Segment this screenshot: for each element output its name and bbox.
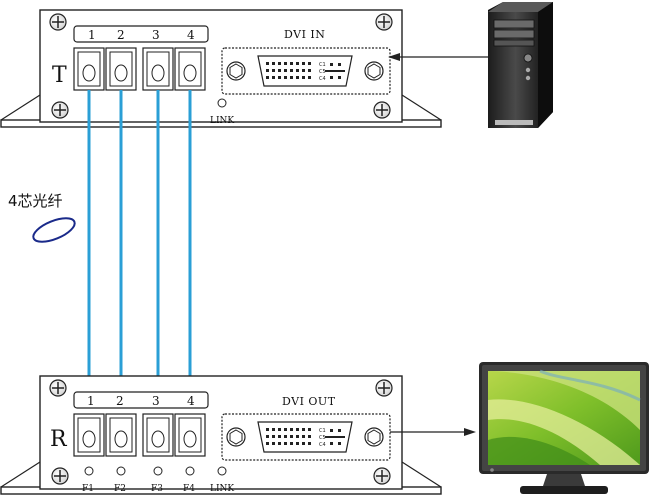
receiver-fiber-port-3[interactable] — [142, 413, 174, 457]
receiver-letter: R — [50, 427, 68, 452]
transmitter-fiber-port-3[interactable] — [142, 47, 174, 91]
transmitter-screw-top-left — [49, 13, 67, 31]
fiber-coil-icon — [32, 217, 76, 243]
receiver-fiber-port-1[interactable] — [73, 413, 105, 457]
transmitter-fiber-port-4[interactable] — [174, 47, 206, 91]
receiver-led-label-f4: F4 — [183, 484, 195, 494]
transmitter-dvi-in-port[interactable]: C1 C5 C4 — [221, 47, 391, 95]
receiver-screw-top-left — [49, 379, 67, 397]
transmitter-dvi-pin-c5: C5 — [319, 69, 326, 75]
computer-to-transmitter-cable — [388, 53, 488, 61]
receiver-link-label: LINK — [210, 484, 234, 494]
desktop-tower-icon — [488, 2, 553, 128]
transmitter-channel-3: 3 — [152, 28, 160, 42]
receiver-led-f1 — [84, 466, 94, 476]
receiver-led-f3 — [153, 466, 163, 476]
receiver-led-f2 — [116, 466, 126, 476]
transmitter-letter: T — [52, 63, 67, 88]
fiber-links — [87, 90, 192, 376]
transmitter-port-title: DVI IN — [284, 28, 325, 41]
receiver-channel-3: 3 — [152, 394, 160, 408]
receiver-led-label-f3: F3 — [151, 484, 163, 494]
fiber-label: 4芯光纤 — [8, 192, 63, 210]
receiver-port-title: DVI OUT — [282, 395, 336, 408]
receiver-right-ear-lower — [401, 461, 442, 488]
receiver-channel-bar — [73, 391, 209, 409]
receiver-screw-bottom-left — [51, 467, 69, 485]
receiver-channel-2: 2 — [116, 394, 124, 408]
transmitter-fiber-port-1[interactable] — [73, 47, 105, 91]
receiver-led-label-f1: F1 — [82, 484, 94, 494]
transmitter-device: T 1 2 3 4 LINK DVI — [0, 9, 442, 128]
transmitter-channel-2: 2 — [117, 28, 125, 42]
transmitter-channel-bar — [73, 25, 209, 43]
receiver-screw-top-right — [375, 379, 393, 397]
receiver-fiber-port-4[interactable] — [174, 413, 206, 457]
receiver-left-ear-lower — [0, 461, 41, 488]
receiver-led-f4 — [185, 466, 195, 476]
transmitter-screw-bottom-right — [373, 101, 391, 119]
receiver-led-label-f2: F2 — [114, 484, 126, 494]
transmitter-dvi-pin-c1: C1 — [319, 62, 326, 68]
transmitter-fiber-port-2[interactable] — [105, 47, 137, 91]
transmitter-link-label: LINK — [210, 116, 234, 126]
transmitter-channel-4: 4 — [187, 28, 195, 42]
receiver-dvi-pin-c5: C5 — [319, 435, 326, 441]
receiver-screw-bottom-right — [373, 467, 391, 485]
receiver-channel-1: 1 — [87, 394, 95, 408]
transmitter-screw-top-right — [375, 13, 393, 31]
receiver-fiber-port-2[interactable] — [105, 413, 137, 457]
transmitter-dvi-pin-c4: C4 — [319, 76, 326, 82]
receiver-dvi-pin-c4: C4 — [319, 442, 326, 448]
receiver-dvi-pin-c1: C1 — [319, 428, 326, 434]
receiver-link-led — [217, 466, 227, 476]
transmitter-screw-bottom-left — [51, 101, 69, 119]
transmitter-left-ear-lower — [0, 94, 41, 121]
monitor-icon — [479, 362, 649, 494]
receiver-device: R 1 2 3 4 F1 F — [0, 375, 442, 495]
receiver-to-monitor-cable — [390, 428, 476, 436]
transmitter-channel-1: 1 — [88, 28, 96, 42]
receiver-channel-4: 4 — [187, 394, 195, 408]
transmitter-link-led — [217, 98, 227, 108]
receiver-dvi-out-port[interactable]: C1 C5 C4 — [221, 413, 391, 461]
transmitter-right-ear-lower — [401, 94, 442, 121]
